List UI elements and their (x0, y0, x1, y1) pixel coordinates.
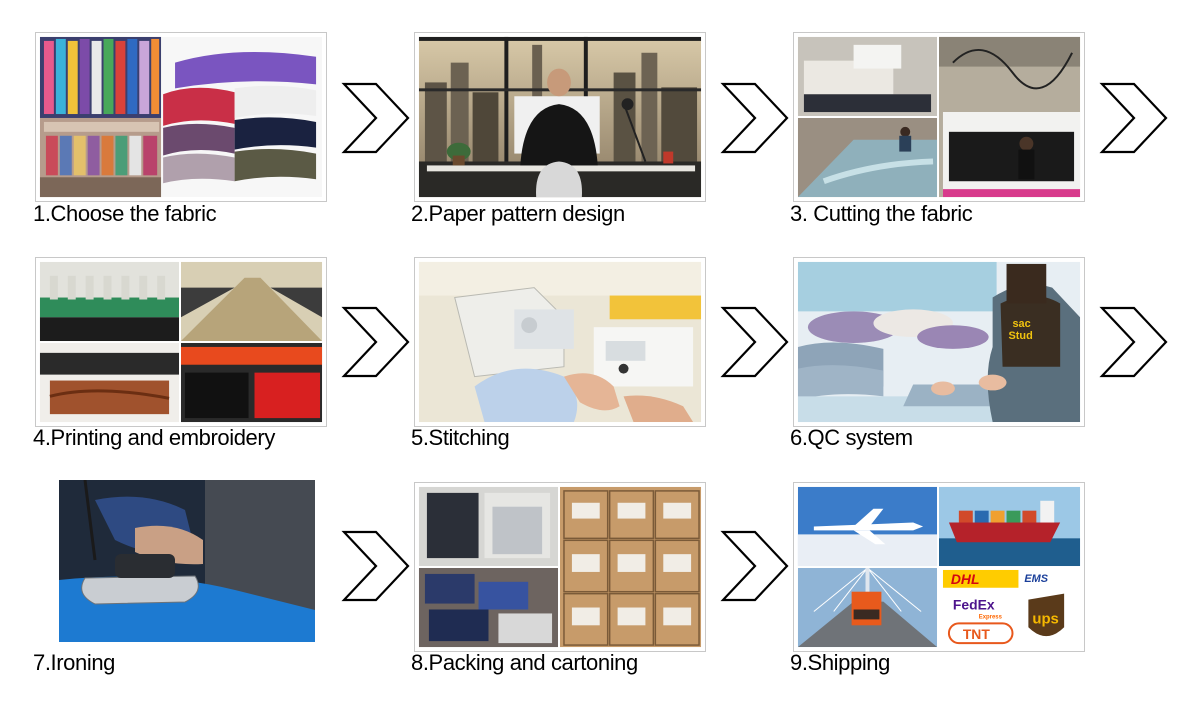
step-8-image-packing (414, 482, 706, 652)
tnt-logo: TNT (963, 626, 991, 642)
apron-text-line1: sac (1012, 318, 1030, 330)
chevron-right-icon (1098, 80, 1170, 156)
step-4-image-printing (35, 257, 327, 427)
step-5-image-stitching (414, 257, 706, 427)
dhl-logo: DHL (951, 571, 980, 587)
step-2-label: 2.Paper pattern design (411, 201, 625, 227)
ems-logo: EMS (1024, 573, 1048, 585)
chevron-right-icon (340, 528, 412, 604)
step-9-image-shipping: DHL EMS FedEx Express TNT ups (793, 482, 1085, 652)
step-8-label: 8.Packing and cartoning (411, 650, 638, 676)
step-1-image-fabric (35, 32, 327, 202)
step-6-image-qc: sac Stud (793, 257, 1085, 427)
step-3-label: 3. Cutting the fabric (790, 201, 972, 227)
fedex-express-text: Express (979, 614, 1003, 620)
step-1-label: 1.Choose the fabric (33, 201, 216, 227)
chevron-right-icon (340, 304, 412, 380)
chevron-right-icon (719, 304, 791, 380)
fedex-logo: FedEx (953, 597, 995, 613)
step-7-image-ironing (35, 480, 327, 650)
chevron-right-icon (340, 80, 412, 156)
step-2-image-pattern-design (414, 32, 706, 202)
chevron-right-icon (719, 528, 791, 604)
chevron-right-icon (719, 80, 791, 156)
ups-logo: ups (1032, 611, 1058, 627)
step-7-label: 7.Ironing (33, 650, 115, 676)
step-5-label: 5.Stitching (411, 425, 509, 451)
apron-text-line2: Stud (1009, 330, 1033, 342)
step-4-label: 4.Printing and embroidery (33, 425, 275, 451)
step-9-label: 9.Shipping (790, 650, 890, 676)
step-3-image-cutting (793, 32, 1085, 202)
chevron-right-icon (1098, 304, 1170, 380)
step-6-label: 6.QC system (790, 425, 913, 451)
